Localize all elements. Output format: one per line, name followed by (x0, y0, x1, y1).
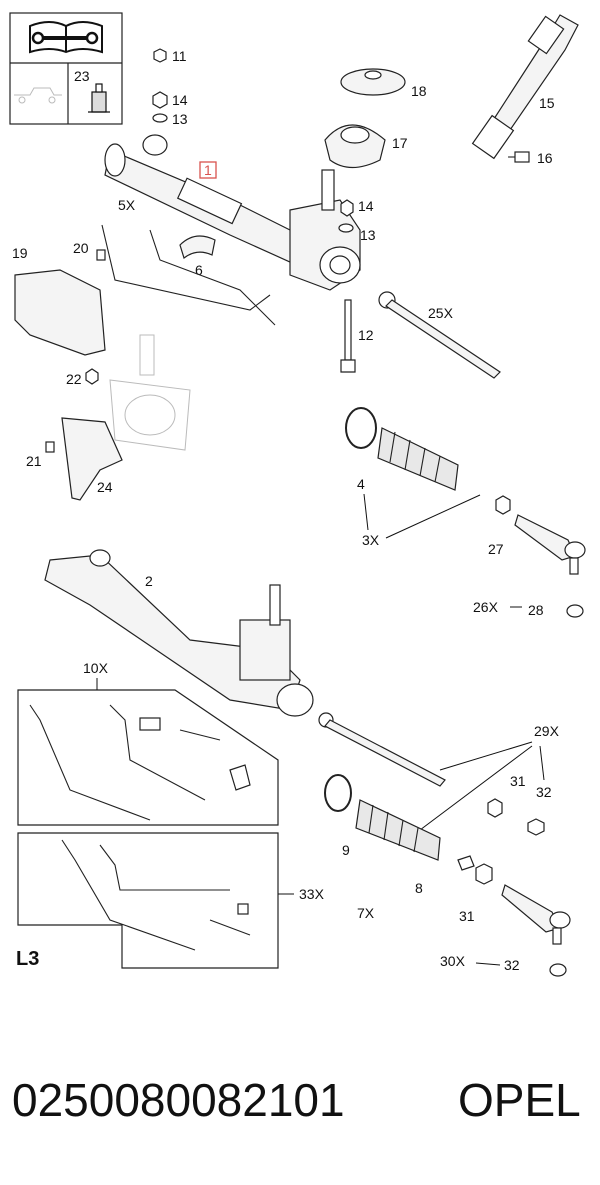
nut-32-upper (527, 818, 545, 836)
pipes-5x (101, 224, 276, 326)
bellows-boot-3x (377, 427, 459, 491)
nut-31-lower (475, 863, 493, 885)
callout-32-lower: 32 (504, 957, 520, 973)
callout-10x: 10X (83, 660, 109, 676)
intermediate-shaft-15 (471, 14, 579, 160)
callout-33x: 33X (299, 886, 325, 902)
callout-4: 4 (357, 476, 365, 492)
legend-box: 23 (9, 12, 123, 125)
washer-13-lower (338, 223, 354, 233)
callout-17: 17 (392, 135, 408, 151)
car-lift-icon (14, 87, 62, 104)
brand-label: OPEL (458, 1074, 581, 1126)
callout-9: 9 (342, 842, 350, 858)
callout-3x: 3X (362, 532, 380, 548)
callout-8: 8 (415, 880, 423, 896)
callout-24: 24 (97, 479, 113, 495)
clamp-4 (345, 407, 377, 449)
rubber-seal-17 (324, 124, 386, 169)
callout-19: 19 (12, 245, 28, 261)
bellows-boot-7x (355, 799, 441, 861)
callout-2: 2 (145, 573, 153, 589)
callout-22: 22 (66, 371, 82, 387)
callout-15: 15 (539, 95, 555, 111)
callout-30x: 30X (440, 953, 466, 969)
callout-14-lower: 14 (358, 198, 374, 214)
bolt-21 (45, 441, 55, 453)
callout-18: 18 (411, 83, 427, 99)
callout-7x: 7X (357, 905, 375, 921)
nut-32-lower (549, 963, 567, 977)
highlight-callout-1-box (199, 161, 217, 179)
callout-23: 23 (74, 68, 90, 84)
oil-can-icon (88, 83, 110, 113)
heat-shield-19 (14, 269, 106, 356)
bolt-16 (508, 151, 530, 163)
bracket-24 (61, 417, 123, 501)
clamp-6 (179, 235, 216, 260)
callout-12: 12 (358, 327, 374, 343)
nut-14-lower (340, 199, 354, 217)
nut-11 (153, 48, 167, 63)
callout-25x: 25X (428, 305, 454, 321)
nut-27 (495, 495, 511, 515)
nut-31-upper (487, 798, 503, 818)
callout-13-lower: 13 (360, 227, 376, 243)
callout-11: 11 (172, 48, 187, 64)
callout-21: 21 (26, 453, 42, 469)
callout-20: 20 (73, 240, 89, 256)
callout-1: 1 (204, 162, 212, 178)
callout-6: 6 (195, 262, 203, 278)
callout-26x: 26X (473, 599, 499, 615)
pipe-set-33x-box (17, 832, 279, 969)
dust-cover-18 (340, 68, 406, 96)
nut-14-upper (152, 91, 168, 109)
nut-28 (566, 604, 584, 618)
pipe-set-10x-box (17, 689, 279, 826)
steering-rack-upper (104, 134, 361, 291)
callout-32-upper: 32 (536, 784, 552, 800)
bolt-12 (340, 299, 356, 373)
bracket-clip (139, 717, 161, 731)
callout-13-upper: 13 (172, 111, 188, 127)
callout-28: 28 (528, 602, 544, 618)
callout-31-upper: 31 (510, 773, 526, 789)
clamp-9 (324, 774, 352, 812)
nut-22 (85, 368, 99, 385)
reference-gearbox-ghost (109, 334, 191, 451)
tie-rod-end-26x (514, 514, 586, 575)
steering-rack-lower (44, 549, 314, 717)
wrench-icon (31, 31, 99, 45)
callout-27: 27 (488, 541, 504, 557)
tie-rod-29x (318, 712, 446, 787)
callout-31-lower: 31 (459, 908, 475, 924)
washer-13-upper (152, 113, 168, 123)
section-label: L3 (16, 948, 39, 970)
bolt-20 (96, 249, 106, 261)
pipe-bolt (237, 903, 249, 915)
clamp-8 (457, 855, 475, 871)
callout-29x: 29X (534, 723, 560, 739)
callout-14-upper: 14 (172, 92, 188, 108)
tie-rod-25x (378, 291, 501, 379)
callout-16: 16 (537, 150, 553, 166)
part-number: 0250080082101 (12, 1074, 345, 1126)
tie-rod-end-30x (501, 884, 571, 945)
callout-5x: 5X (118, 197, 136, 213)
